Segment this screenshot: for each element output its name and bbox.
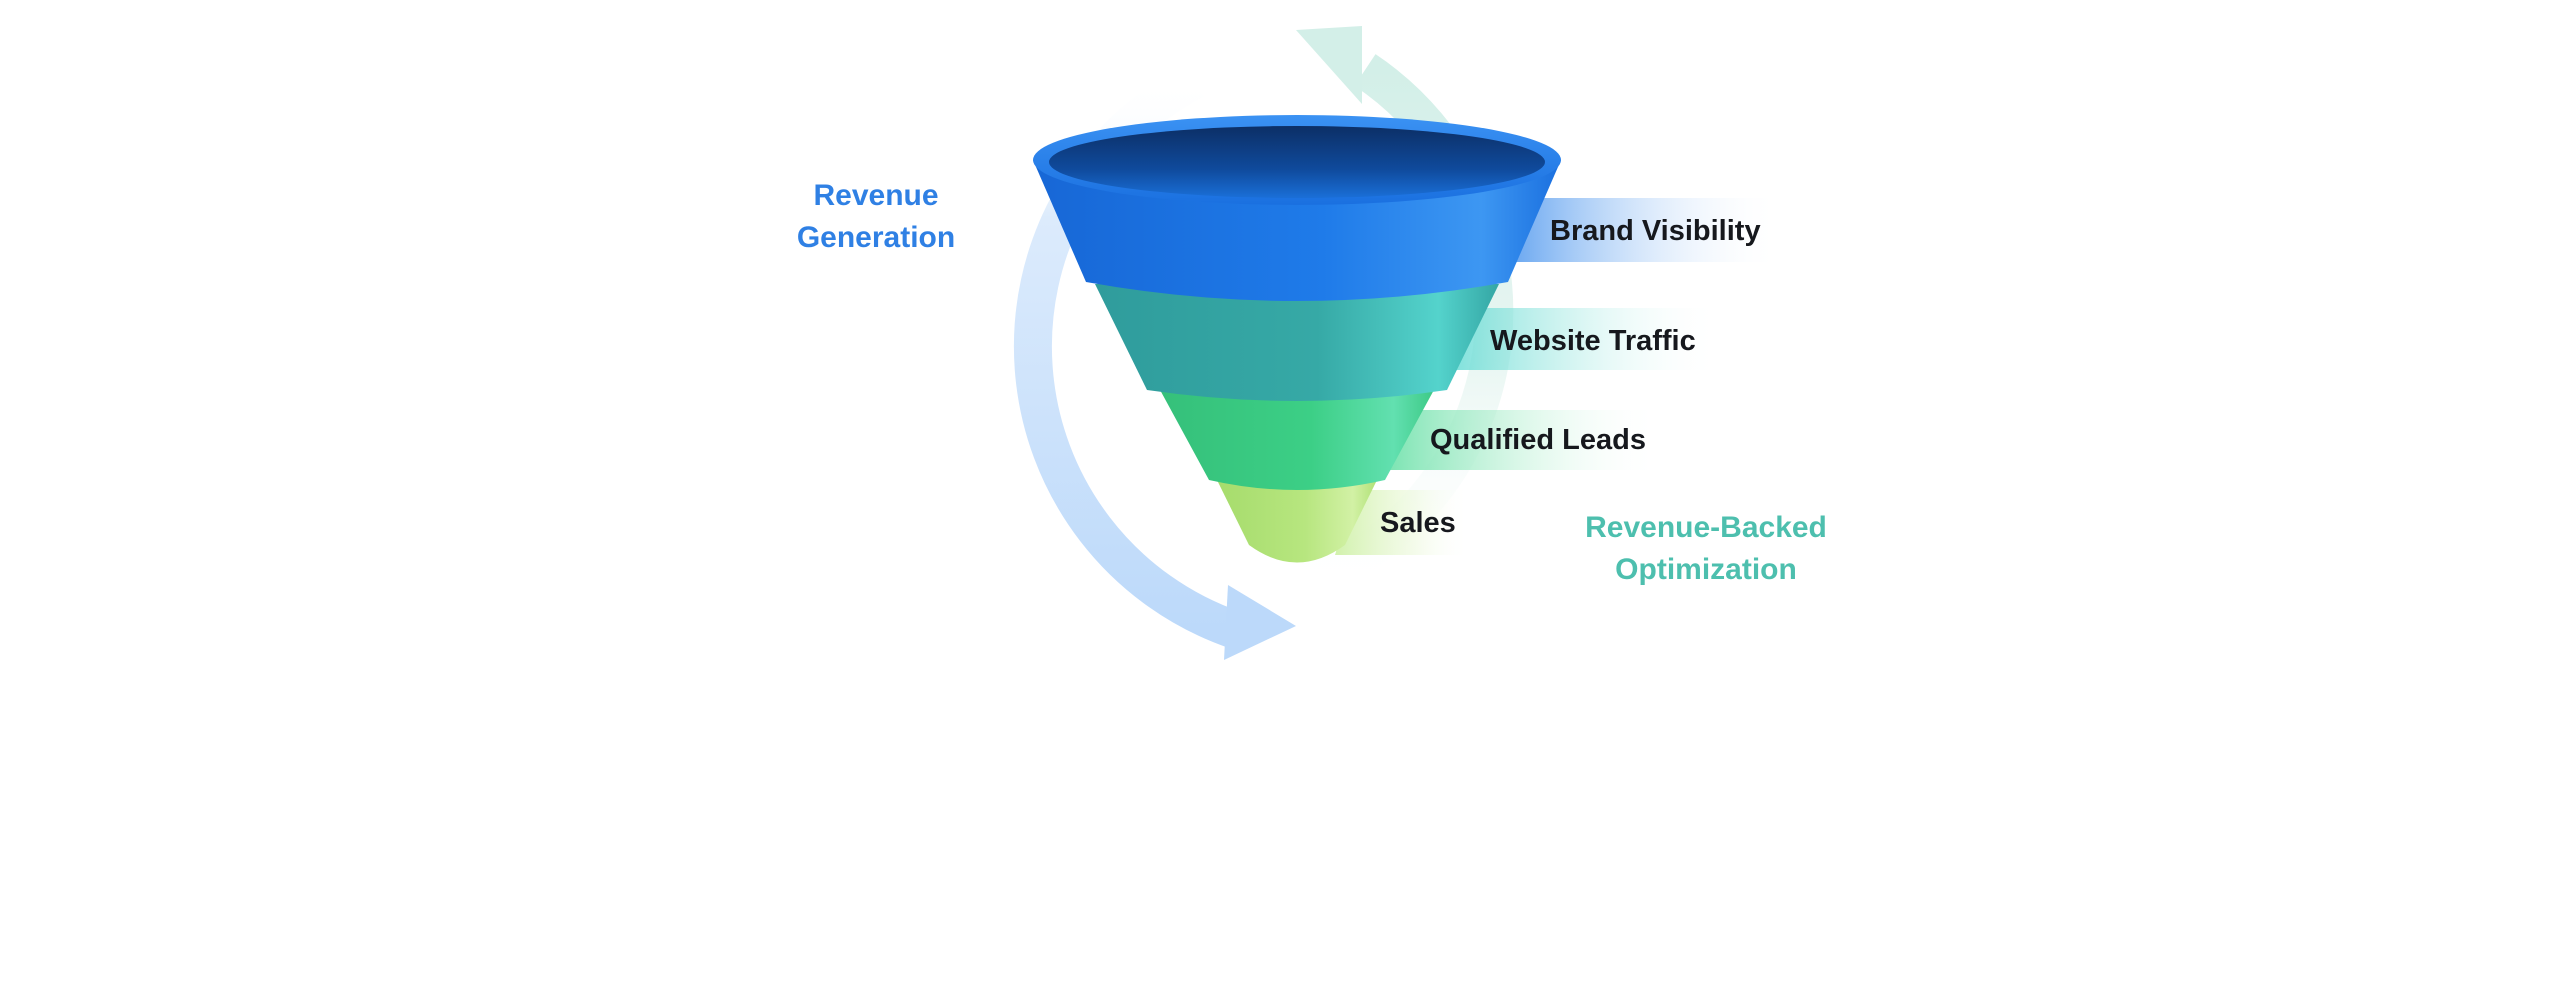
stage-labels: Brand Visibility Website Traffic Qualifi…	[1380, 215, 1761, 539]
ribbon-brand-visibility	[1468, 198, 1780, 262]
funnel-tier-website-traffic	[1095, 284, 1499, 401]
funnel-tier-sales	[1217, 480, 1377, 563]
stage-ribbons	[1335, 198, 1780, 555]
cycle-label-right-line-2: Optimization	[1615, 553, 1797, 586]
stage-label-qualified-leads: Qualified Leads	[1430, 424, 1646, 456]
cycle-label-left-line-2: Generation	[797, 221, 955, 254]
ribbon-qualified-leads	[1375, 410, 1660, 470]
funnel	[1033, 115, 1561, 563]
ribbon-website-traffic	[1420, 308, 1720, 370]
funnel-mouth-opening	[1049, 126, 1545, 198]
stage-label-sales: Sales	[1380, 507, 1456, 539]
stage-label-website-traffic: Website Traffic	[1490, 325, 1696, 357]
cycle-label-left: Revenue Generation	[797, 179, 955, 254]
cycle-label-left-line-1: Revenue	[813, 179, 938, 212]
cycle-label-right: Revenue-Backed Optimization	[1585, 511, 1827, 586]
cycle-label-right-line-1: Revenue-Backed	[1585, 511, 1827, 544]
funnel-tier-qualified-leads	[1159, 388, 1435, 490]
stage-label-brand-visibility: Brand Visibility	[1550, 215, 1761, 247]
ribbon-sales	[1335, 490, 1470, 555]
